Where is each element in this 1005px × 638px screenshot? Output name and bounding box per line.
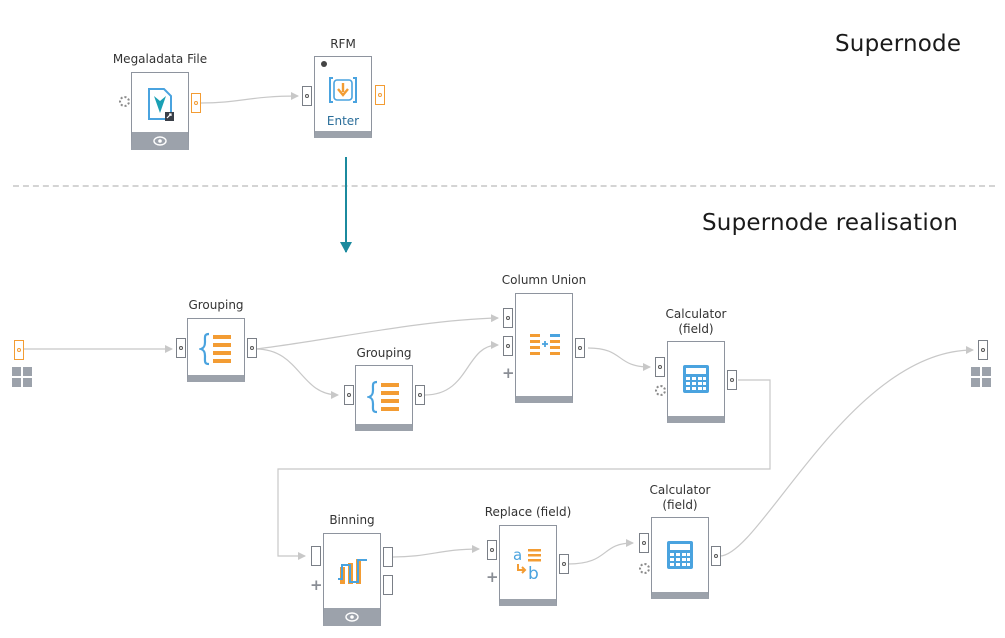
calculator-2-input-port[interactable]: [639, 533, 649, 553]
grouping-2-label: Grouping: [356, 346, 412, 360]
megaladata-file-label: Megaladata File: [112, 52, 208, 66]
column-union-input-port-2[interactable]: [503, 336, 513, 356]
calculator-icon: [667, 541, 693, 569]
calculator-1-node[interactable]: [667, 341, 725, 423]
replace-field-node[interactable]: a b: [499, 525, 557, 606]
supernode-enter-icon: [329, 77, 357, 103]
binning-node[interactable]: [323, 533, 381, 626]
grouping-1-node[interactable]: [187, 318, 245, 382]
calculator-1-label: Calculator (field): [665, 307, 727, 336]
svg-text:b: b: [528, 564, 539, 580]
add-input-plus-icon[interactable]: +: [486, 568, 499, 586]
grouping-1-label: Grouping: [188, 298, 244, 312]
wire-calc1-to-binning: [277, 379, 771, 560]
rfm-enter-label: Enter: [326, 114, 360, 128]
svg-text:a: a: [513, 546, 522, 564]
binning-icon: [338, 559, 367, 584]
wire-grouping1-to-union: [255, 314, 499, 350]
wire-binning-to-replace: [392, 545, 480, 558]
output-panel-grid-icon[interactable]: [971, 367, 991, 387]
preview-eye-icon[interactable]: [324, 609, 380, 625]
calculator-2-node[interactable]: [651, 517, 709, 599]
wire-calc2-to-output: [719, 346, 974, 557]
section-divider: [13, 185, 995, 187]
wire-file-to-rfm: [200, 92, 299, 104]
rfm-input-port[interactable]: [302, 86, 312, 106]
binning-output-port-2[interactable]: [383, 575, 393, 595]
column-union-icon: [530, 334, 560, 355]
supernode-input-port[interactable]: [14, 340, 24, 360]
column-union-label: Column Union: [501, 273, 587, 287]
calculator-2-output-port[interactable]: [711, 546, 721, 566]
grouping-2-input-port[interactable]: [344, 385, 354, 405]
rfm-label: RFM: [330, 37, 356, 51]
add-input-plus-icon[interactable]: +: [310, 576, 323, 594]
megaladata-file-output-port[interactable]: [191, 93, 201, 113]
loading-indicator-icon: [119, 96, 130, 107]
input-panel-grid-icon[interactable]: [12, 367, 32, 387]
rfm-supernode[interactable]: Enter: [314, 56, 372, 138]
grouping-icon: [367, 380, 399, 414]
rfm-output-port[interactable]: [375, 85, 385, 105]
column-union-output-port[interactable]: [575, 338, 585, 358]
binning-input-port[interactable]: [311, 546, 321, 566]
column-union-node[interactable]: [515, 293, 573, 403]
grouping-2-node[interactable]: [355, 365, 413, 431]
grouping-icon: [199, 332, 231, 366]
calculator-2-label: Calculator (field): [649, 483, 711, 512]
wire-grouping2-to-union: [424, 341, 499, 396]
grouping-2-output-port[interactable]: [415, 385, 425, 405]
replace-field-output-port[interactable]: [559, 554, 569, 574]
replace-field-label: Replace (field): [484, 505, 572, 519]
column-union-input-port-1[interactable]: [503, 308, 513, 328]
binning-output-port-1[interactable]: [383, 547, 393, 567]
replace-icon: a b: [513, 546, 541, 580]
calculator-1-output-port[interactable]: [727, 370, 737, 390]
add-input-plus-icon[interactable]: +: [502, 364, 515, 382]
file-import-icon: [148, 88, 174, 121]
supernode-output-port[interactable]: [978, 340, 988, 360]
preview-eye-icon[interactable]: [132, 133, 188, 149]
wire-replace-to-calc2: [567, 539, 634, 565]
binning-label: Binning: [329, 513, 375, 527]
wire-union-to-calc1: [587, 347, 651, 371]
replace-field-input-port[interactable]: [487, 540, 497, 560]
wire-grouping1-to-grouping2: [255, 348, 339, 399]
calculator-1-input-port[interactable]: [655, 357, 665, 377]
grouping-1-output-port[interactable]: [247, 338, 257, 358]
supernode-realisation-heading: Supernode realisation: [702, 210, 958, 236]
supernode-heading: Supernode: [835, 31, 962, 57]
loading-indicator-icon: [639, 563, 650, 574]
calculator-icon: [683, 365, 709, 393]
megaladata-file-node[interactable]: [131, 72, 189, 150]
loading-indicator-icon: [655, 385, 666, 396]
grouping-1-input-port[interactable]: [176, 338, 186, 358]
status-dot: [321, 61, 327, 67]
